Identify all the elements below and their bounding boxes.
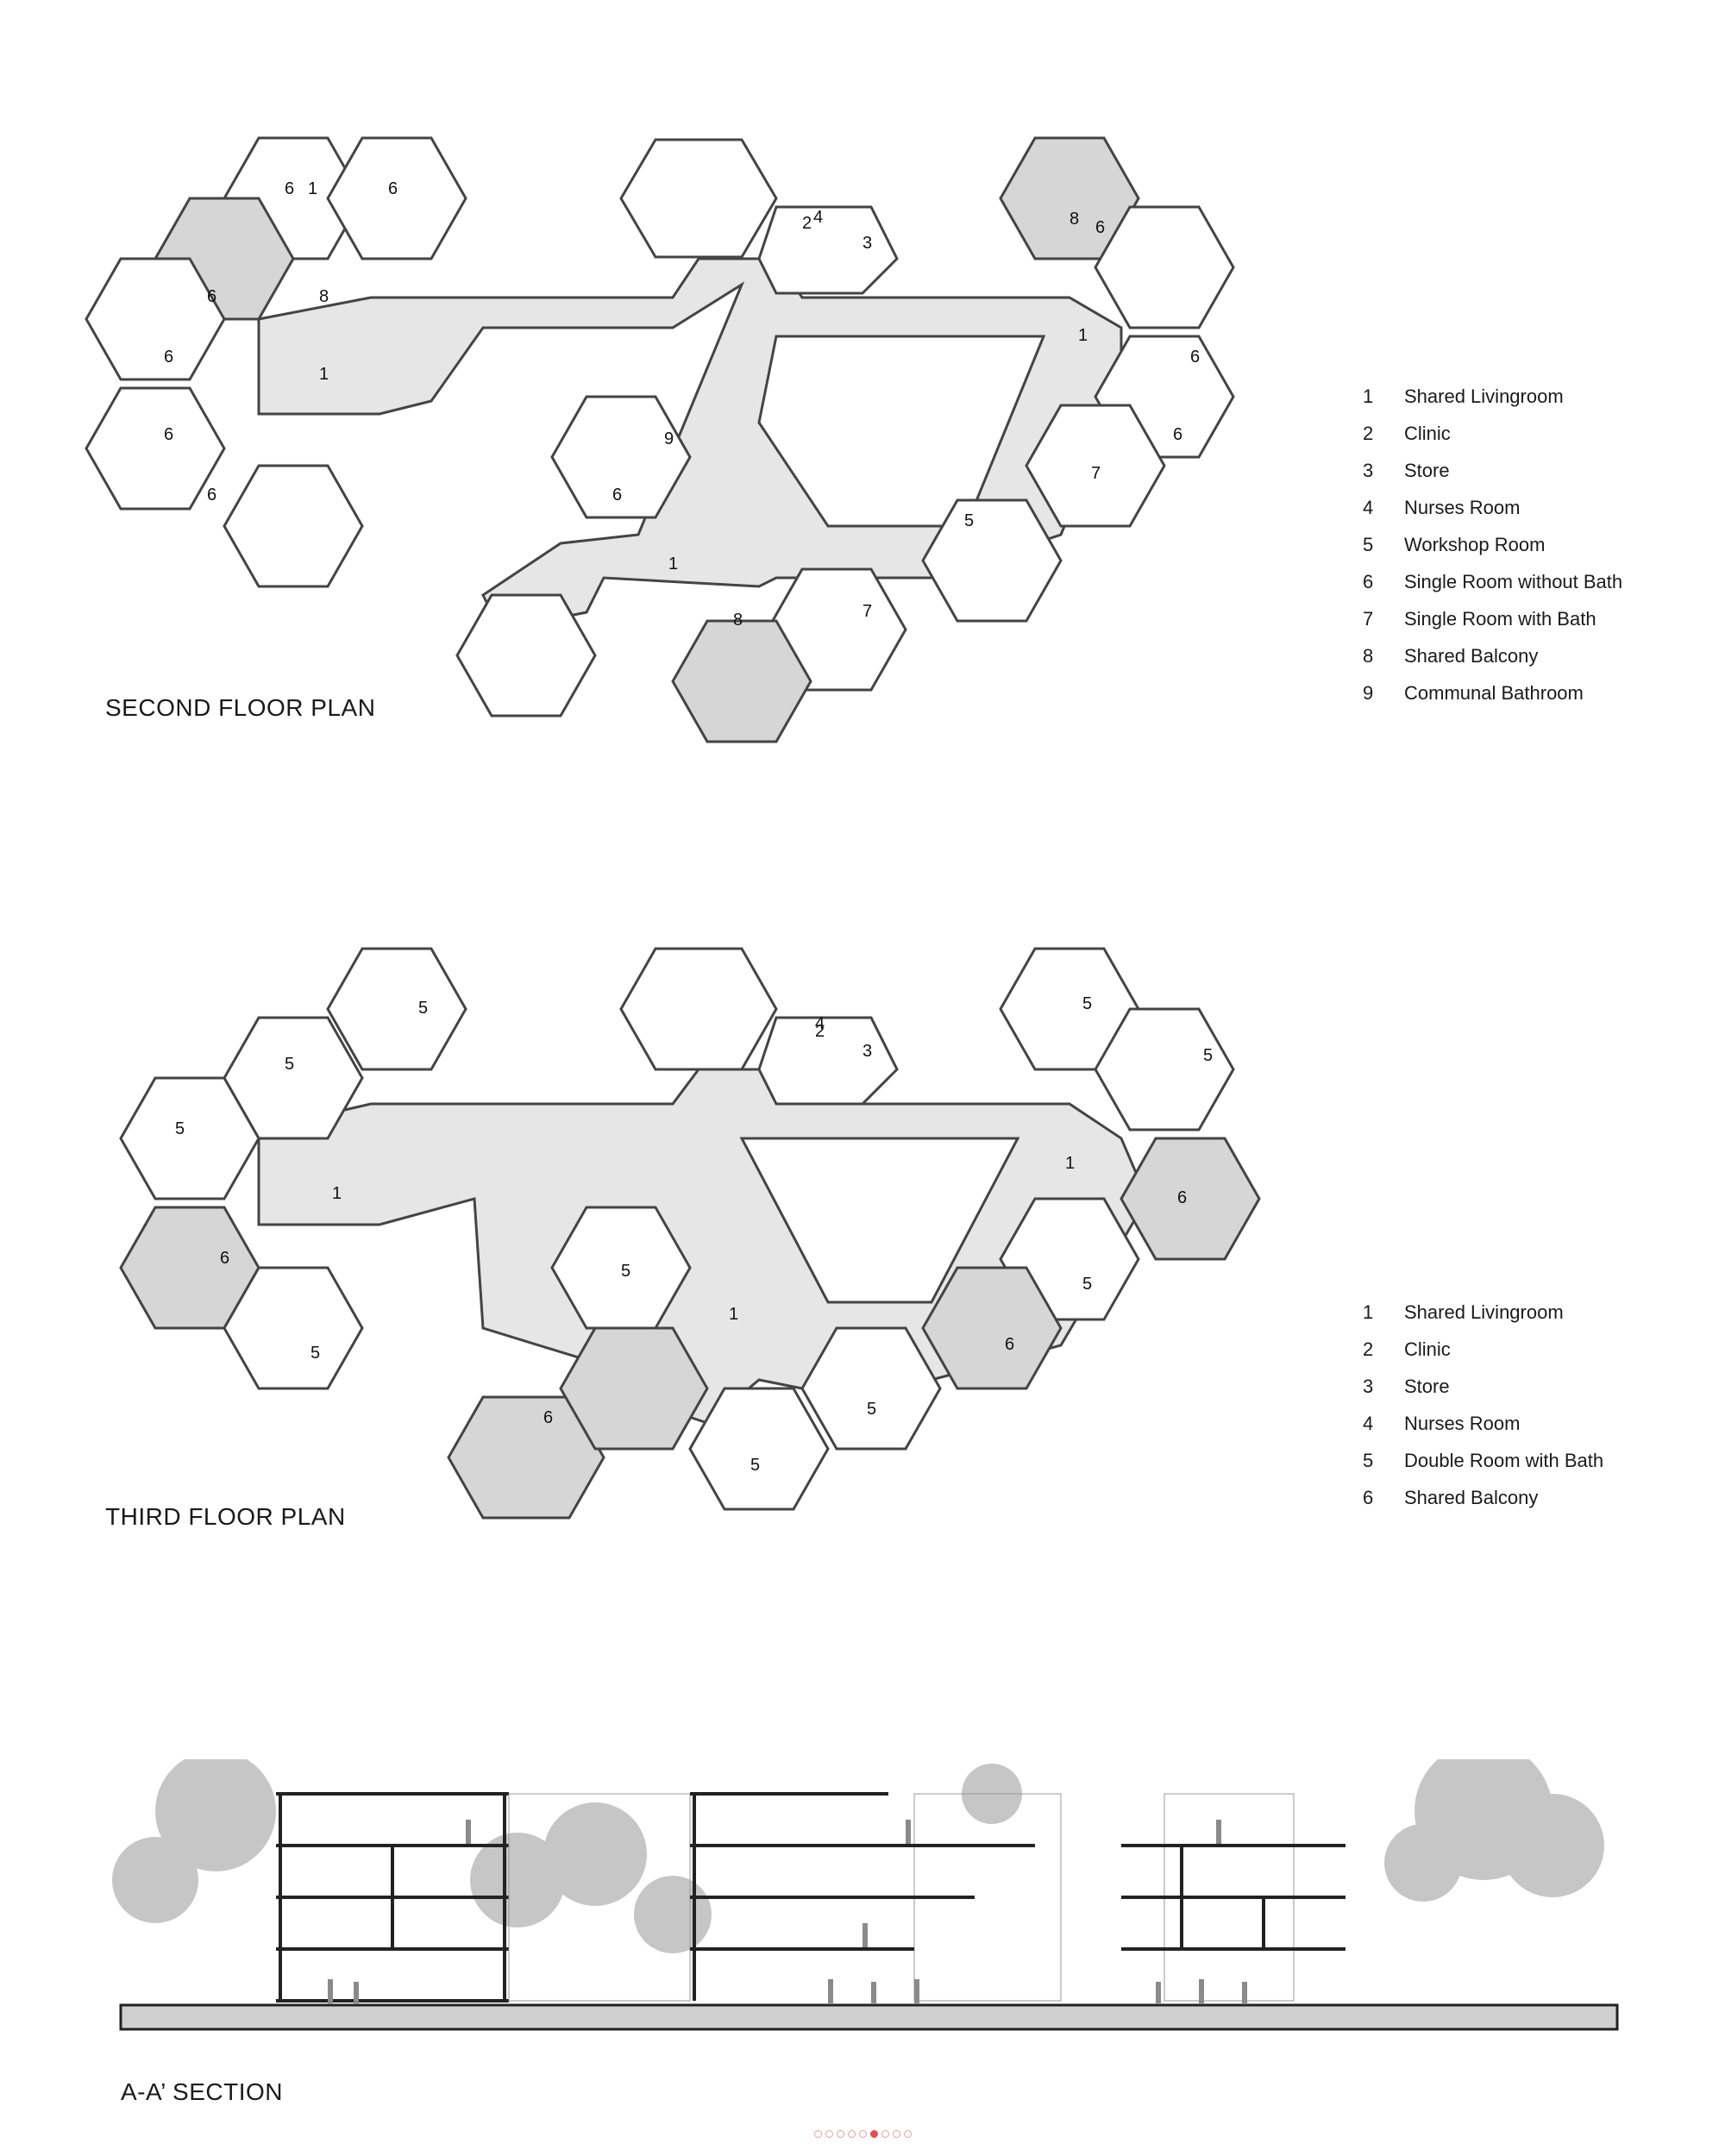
page-dot[interactable] (881, 2130, 889, 2138)
page-dot[interactable] (858, 2130, 867, 2138)
svg-text:8: 8 (733, 611, 743, 630)
third-floor-plan: 1 1 1 2 3 4 5 5 5 5 5 5 5 5 5 5 6 6 6 6 (0, 940, 1311, 1561)
page-dot-active[interactable] (869, 2130, 878, 2138)
svg-text:6: 6 (612, 486, 622, 505)
svg-text:2: 2 (815, 1022, 825, 1041)
ground (119, 2003, 1619, 2031)
svg-text:8: 8 (1070, 210, 1079, 229)
svg-text:6: 6 (207, 486, 216, 505)
svg-text:7: 7 (862, 602, 872, 621)
svg-text:5: 5 (1082, 1275, 1092, 1294)
second-floor-room-numbers: 1 1 1 1 2 3 4 5 6 6 6 6 6 6 6 6 6 6 7 7 … (164, 179, 1200, 630)
second-floor-plan: 1 1 1 1 2 3 4 5 6 6 6 6 6 6 6 6 6 6 7 7 … (0, 129, 1311, 750)
svg-text:2: 2 (802, 214, 812, 233)
svg-text:6: 6 (164, 348, 173, 367)
svg-text:5: 5 (621, 1262, 630, 1281)
svg-text:6: 6 (1005, 1335, 1014, 1354)
svg-text:1: 1 (1078, 326, 1088, 345)
section-svg (112, 1742, 1619, 2031)
svg-text:6: 6 (1095, 218, 1105, 237)
page-dot[interactable] (836, 2130, 844, 2138)
svg-text:6: 6 (1190, 348, 1200, 367)
svg-text:1: 1 (308, 179, 317, 198)
svg-text:3: 3 (862, 234, 872, 253)
svg-text:5: 5 (867, 1400, 876, 1419)
svg-text:5: 5 (964, 511, 974, 530)
section-title: A-A’ SECTION (121, 2078, 284, 2105)
svg-text:5: 5 (175, 1119, 185, 1138)
svg-text:1: 1 (668, 555, 678, 573)
svg-text:5: 5 (418, 999, 428, 1018)
second-floor-drawing: 1 1 1 1 2 3 4 5 6 6 6 6 6 6 6 6 6 6 7 7 … (85, 136, 1235, 743)
page-dot[interactable] (825, 2130, 833, 2138)
svg-text:3: 3 (862, 1042, 872, 1061)
svg-text:5: 5 (750, 1456, 760, 1475)
section-drawing (0, 1742, 1725, 2048)
svg-text:1: 1 (319, 365, 329, 384)
page-indicator (0, 2130, 1725, 2138)
svg-text:6: 6 (1177, 1188, 1187, 1207)
svg-text:6: 6 (164, 425, 173, 444)
svg-text:1: 1 (1065, 1154, 1075, 1173)
svg-text:7: 7 (1091, 464, 1101, 483)
svg-text:6: 6 (388, 179, 398, 198)
svg-text:6: 6 (1173, 425, 1182, 444)
page-dot[interactable] (813, 2130, 822, 2138)
svg-text:5: 5 (1203, 1046, 1213, 1065)
svg-text:5: 5 (310, 1344, 320, 1363)
svg-text:1: 1 (332, 1184, 342, 1203)
third-floor-room-numbers: 1 1 1 2 3 4 5 5 5 5 5 5 5 5 5 5 6 6 6 6 (175, 994, 1213, 1475)
second-floor-title: SECOND FLOOR PLAN (105, 694, 376, 721)
page-dot[interactable] (903, 2130, 912, 2138)
third-floor-drawing: 1 1 1 2 3 4 5 5 5 5 5 5 5 5 5 5 6 6 6 6 (119, 947, 1261, 1520)
trees (112, 1742, 1604, 1953)
page-dot[interactable] (892, 2130, 900, 2138)
svg-text:6: 6 (543, 1408, 553, 1427)
svg-text:8: 8 (319, 287, 329, 306)
svg-text:4: 4 (815, 1014, 825, 1033)
svg-text:9: 9 (664, 429, 674, 448)
third-floor-title: THIRD FLOOR PLAN (105, 1503, 346, 1530)
svg-text:1: 1 (729, 1305, 738, 1324)
svg-text:4: 4 (813, 208, 823, 227)
people (328, 1820, 1247, 2003)
svg-text:6: 6 (220, 1249, 229, 1268)
svg-text:6: 6 (207, 287, 216, 306)
svg-text:5: 5 (285, 1055, 294, 1074)
page-dot[interactable] (847, 2130, 856, 2138)
svg-text:6: 6 (285, 179, 294, 198)
svg-text:5: 5 (1082, 994, 1092, 1013)
